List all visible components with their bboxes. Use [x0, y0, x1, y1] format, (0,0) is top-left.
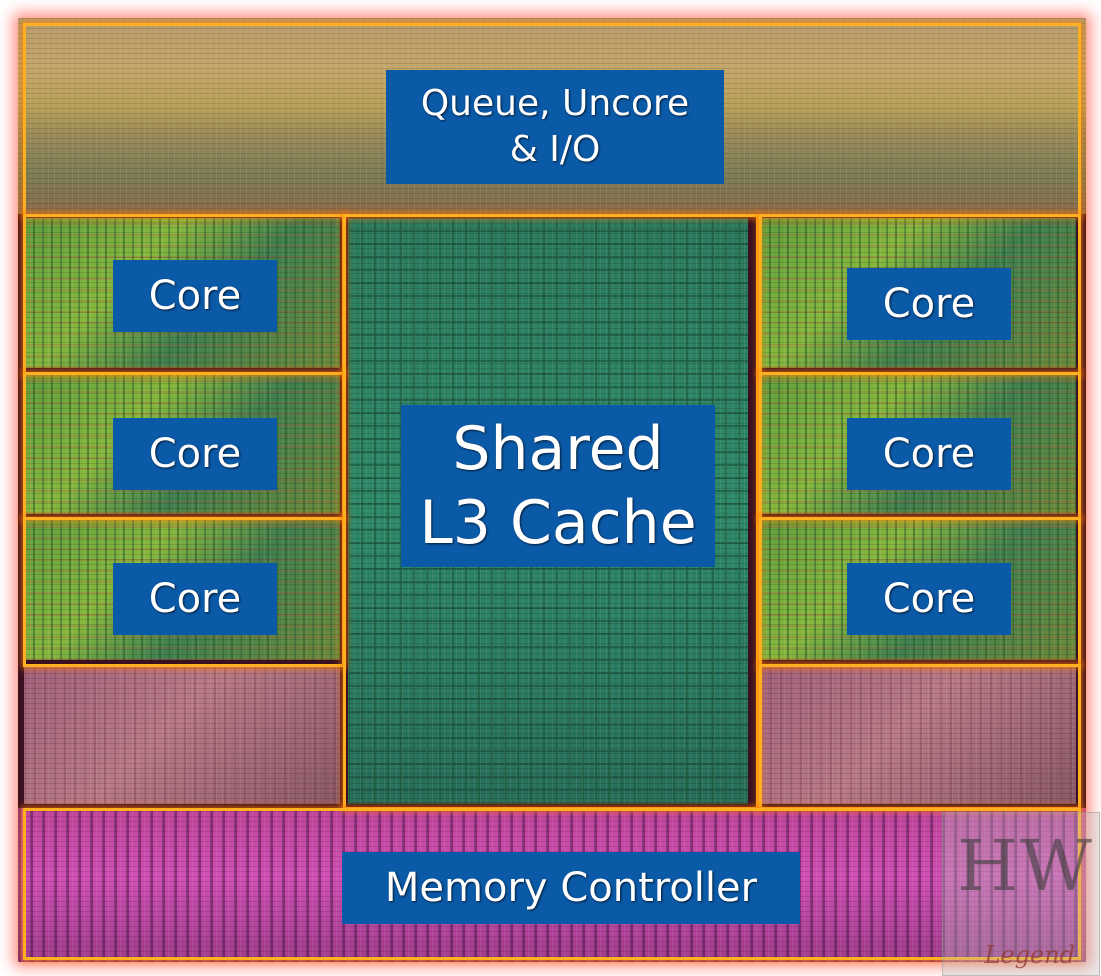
disabled-core-left	[24, 664, 340, 804]
core-label-left-2: Core	[113, 418, 277, 490]
core-region-right-1	[760, 218, 1076, 368]
core-label-text: Core	[882, 576, 976, 622]
core-label-right-2: Core	[847, 418, 1011, 490]
core-label-text: Core	[148, 431, 242, 477]
core-label-text: Core	[148, 576, 242, 622]
memory-label-text: Memory Controller	[384, 865, 758, 911]
cache-label: Shared L3 Cache	[401, 405, 715, 567]
watermark-subtext: Legend	[984, 941, 1075, 969]
memory-region	[18, 808, 1086, 962]
cache-label-line-2: L3 Cache	[419, 488, 697, 558]
uncore-label: Queue, Uncore & I/O	[386, 70, 724, 184]
cache-label-line-1: Shared	[452, 414, 664, 484]
core-label-text: Core	[148, 273, 242, 319]
uncore-label-line-1: Queue, Uncore	[420, 83, 690, 124]
watermark-logo: HW Legend	[942, 812, 1100, 976]
core-label-left-3: Core	[113, 563, 277, 635]
core-label-right-3: Core	[847, 563, 1011, 635]
disabled-core-right	[760, 664, 1076, 804]
core-region-left-3	[24, 518, 340, 660]
core-label-right-1: Core	[847, 268, 1011, 340]
uncore-label-line-2: & I/O	[509, 129, 601, 170]
core-label-text: Core	[882, 431, 976, 477]
watermark-text: HW	[957, 825, 1094, 907]
core-label-text: Core	[882, 281, 976, 327]
memory-label: Memory Controller	[342, 852, 800, 924]
core-label-left-1: Core	[113, 260, 277, 332]
